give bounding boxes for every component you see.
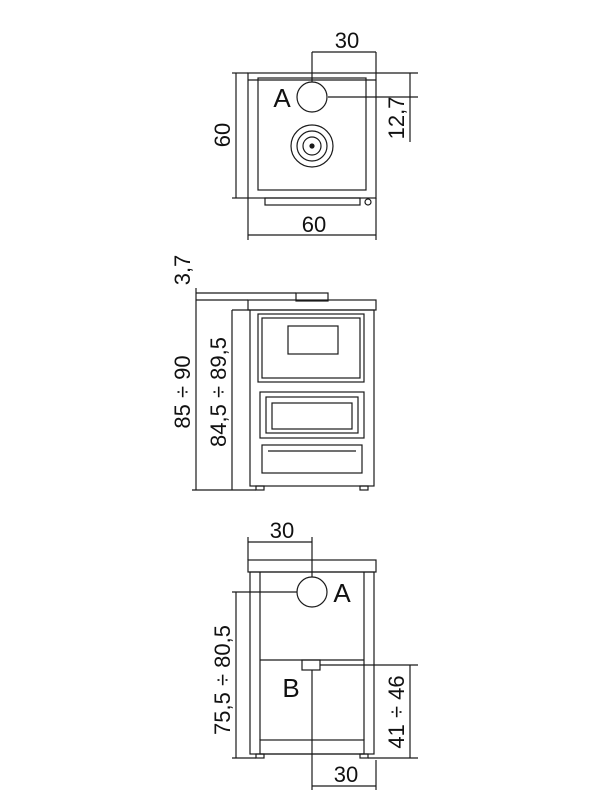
storage-drawer [261,444,363,474]
rear-bottom-width-label: 30 [334,762,358,787]
flue-offset-label: 12,7 [384,97,409,140]
front-total-height-label: 85 ÷ 90 [170,355,195,428]
rear-flue-height-label: 75,5 ÷ 80,5 [210,625,235,735]
top-width-label: 30 [335,28,359,53]
firebox-door-inner [261,317,361,379]
front-body-outline [249,309,375,487]
oven-door-inner [265,396,359,434]
top-view-knob [364,198,372,206]
rear-view: 30 75,5 ÷ 80,5 41 ÷ 46 30 A B [210,518,418,790]
top-view-outline [247,72,377,199]
top-bottom-width-label: 60 [302,212,326,237]
rear-inlet-height-label: 41 ÷ 46 [384,675,409,748]
top-view: 30 60 12,7 60 A [210,28,418,240]
firebox-window [287,325,339,355]
front-foot-right [359,485,369,491]
rear-foot-right [359,753,369,759]
rear-top-width-label: 30 [270,518,294,543]
front-flue-collar [295,292,329,302]
top-view-back-ledge [264,197,361,206]
rear-flue-letter: A [333,578,351,608]
rear-inlet-letter: B [282,673,299,703]
oven-door [259,391,365,439]
rear-air-inlet [301,659,321,671]
top-flue-letter: A [273,83,291,113]
rear-foot-left [255,753,265,759]
top-depth-label: 60 [210,123,235,147]
rear-flue-circle [296,576,328,608]
top-view-flue-circle [296,81,328,113]
front-body-height-label: 84,5 ÷ 89,5 [206,337,231,447]
front-view: 3,7 85 ÷ 90 84,5 ÷ 89,5 [170,255,377,491]
hotplate-icon [290,124,334,168]
front-foot-left [255,485,265,491]
firebox-door [257,313,365,383]
front-top-gap-label: 3,7 [170,255,195,286]
oven-window [271,402,353,430]
